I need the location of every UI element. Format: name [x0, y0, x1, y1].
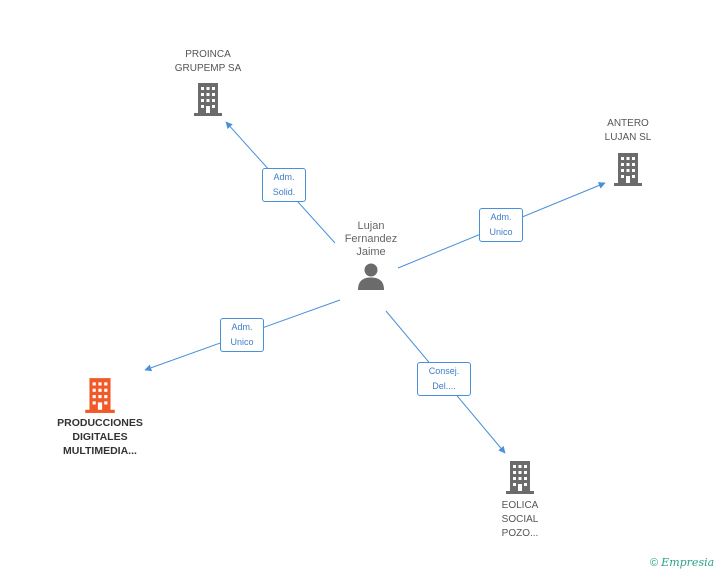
copyright-icon: ©: [650, 557, 659, 569]
edge-label-eolica: Consej. Del....: [417, 362, 471, 396]
node-producciones[interactable]: PRODUCCIONES DIGITALES MULTIMEDIA...: [43, 376, 157, 458]
edge-label-proinca: Adm. Solid.: [262, 168, 306, 202]
node-eolica[interactable]: EOLICA SOCIAL POZO...: [470, 459, 570, 541]
edge-label-antero: Adm. Unico: [479, 208, 523, 242]
edge-label-producciones: Adm. Unico: [220, 318, 264, 352]
node-antero[interactable]: ANTERO LUJAN SL: [578, 117, 678, 187]
building-icon: [506, 461, 534, 494]
node-eolica-label: EOLICA SOCIAL POZO...: [501, 500, 539, 539]
node-center-person[interactable]: Lujan Fernandez Jaime: [321, 220, 421, 291]
node-proinca-label: PROINCA GRUPEMP SA: [174, 49, 242, 74]
node-proinca[interactable]: PROINCA GRUPEMP SA: [158, 48, 258, 117]
footer-brand[interactable]: © Empresia: [650, 556, 714, 569]
building-icon: [194, 83, 222, 116]
brand-logo: Empresia: [661, 556, 715, 569]
node-producciones-label: PRODUCCIONES DIGITALES MULTIMEDIA...: [57, 417, 143, 457]
building-icon: [614, 153, 642, 186]
building-icon: [85, 378, 115, 413]
node-center-label: Lujan Fernandez Jaime: [344, 220, 398, 258]
node-antero-label: ANTERO LUJAN SL: [604, 118, 652, 143]
person-icon: [358, 263, 384, 290]
